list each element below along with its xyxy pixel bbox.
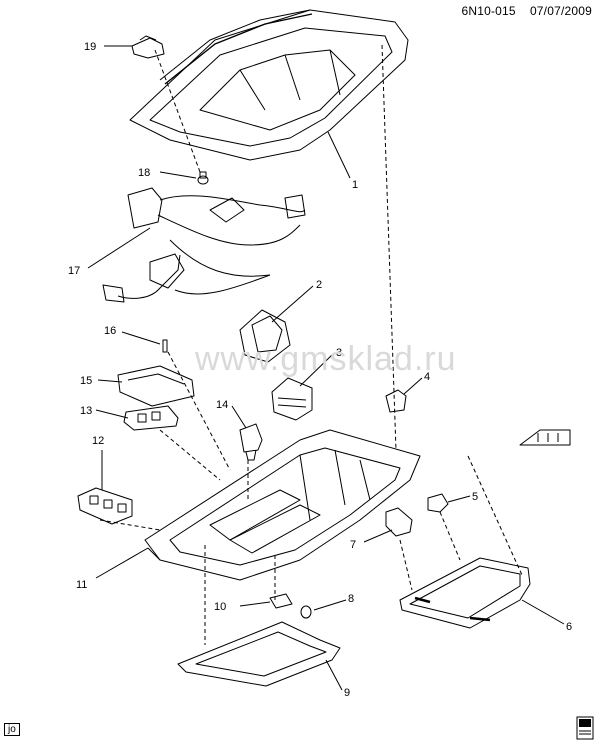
part-9-trim (177, 621, 341, 687)
front-arrow-icon (519, 429, 571, 446)
callout-11: 11 (76, 579, 87, 591)
part-12-switch (77, 487, 133, 525)
header-line: 6N10-015 07/07/2009 (461, 4, 592, 18)
callout-4: 4 (424, 371, 430, 383)
callout-3: 3 (336, 347, 342, 359)
callout-10: 10 (214, 601, 226, 613)
callout-12: 12 (92, 435, 104, 447)
callout-7: 7 (350, 539, 356, 551)
part-1-frame (129, 9, 409, 161)
part-7-socket (385, 507, 413, 537)
part-3-switch (271, 377, 313, 421)
part-14-socket (239, 423, 263, 461)
part-11-console (144, 429, 421, 581)
callout-18: 18 (138, 167, 150, 179)
part-18-screw (197, 171, 209, 185)
callout-17: 17 (68, 265, 80, 277)
callout-9: 9 (344, 687, 350, 699)
part-4-clip (385, 389, 407, 413)
part-19-clip (131, 35, 165, 59)
callout-6: 6 (566, 621, 572, 633)
callout-13: 13 (80, 405, 92, 417)
part-2-housing (239, 309, 291, 363)
watermark: www.gmsklad.ru (195, 340, 457, 378)
part-6-lens (399, 557, 531, 629)
part-16-pin (162, 339, 168, 353)
doc-date: 07/07/2009 (529, 4, 592, 18)
callout-15: 15 (80, 375, 92, 387)
part-13-strip (123, 405, 179, 431)
part-8-bulb (300, 605, 312, 619)
callout-5: 5 (472, 491, 478, 503)
callout-labels: 19 18 17 1 2 3 4 16 15 13 14 12 11 5 7 6… (68, 41, 572, 699)
part-5-holder (427, 493, 449, 513)
callout-16: 16 (104, 325, 116, 337)
callout-2: 2 (316, 279, 322, 291)
part-10-lamp (269, 593, 293, 609)
assembly-lines (99, 44, 523, 645)
leader-lines (87, 45, 565, 691)
callout-14: 14 (216, 399, 228, 411)
manual-book-icon (576, 716, 594, 740)
callout-8: 8 (348, 593, 354, 605)
callout-19: 19 (84, 41, 96, 53)
callout-1: 1 (352, 179, 358, 191)
doc-id: 6N10-015 (461, 4, 516, 18)
part-17-harness (102, 187, 306, 303)
corner-tag: jo (4, 723, 20, 736)
part-15-module (117, 365, 195, 407)
